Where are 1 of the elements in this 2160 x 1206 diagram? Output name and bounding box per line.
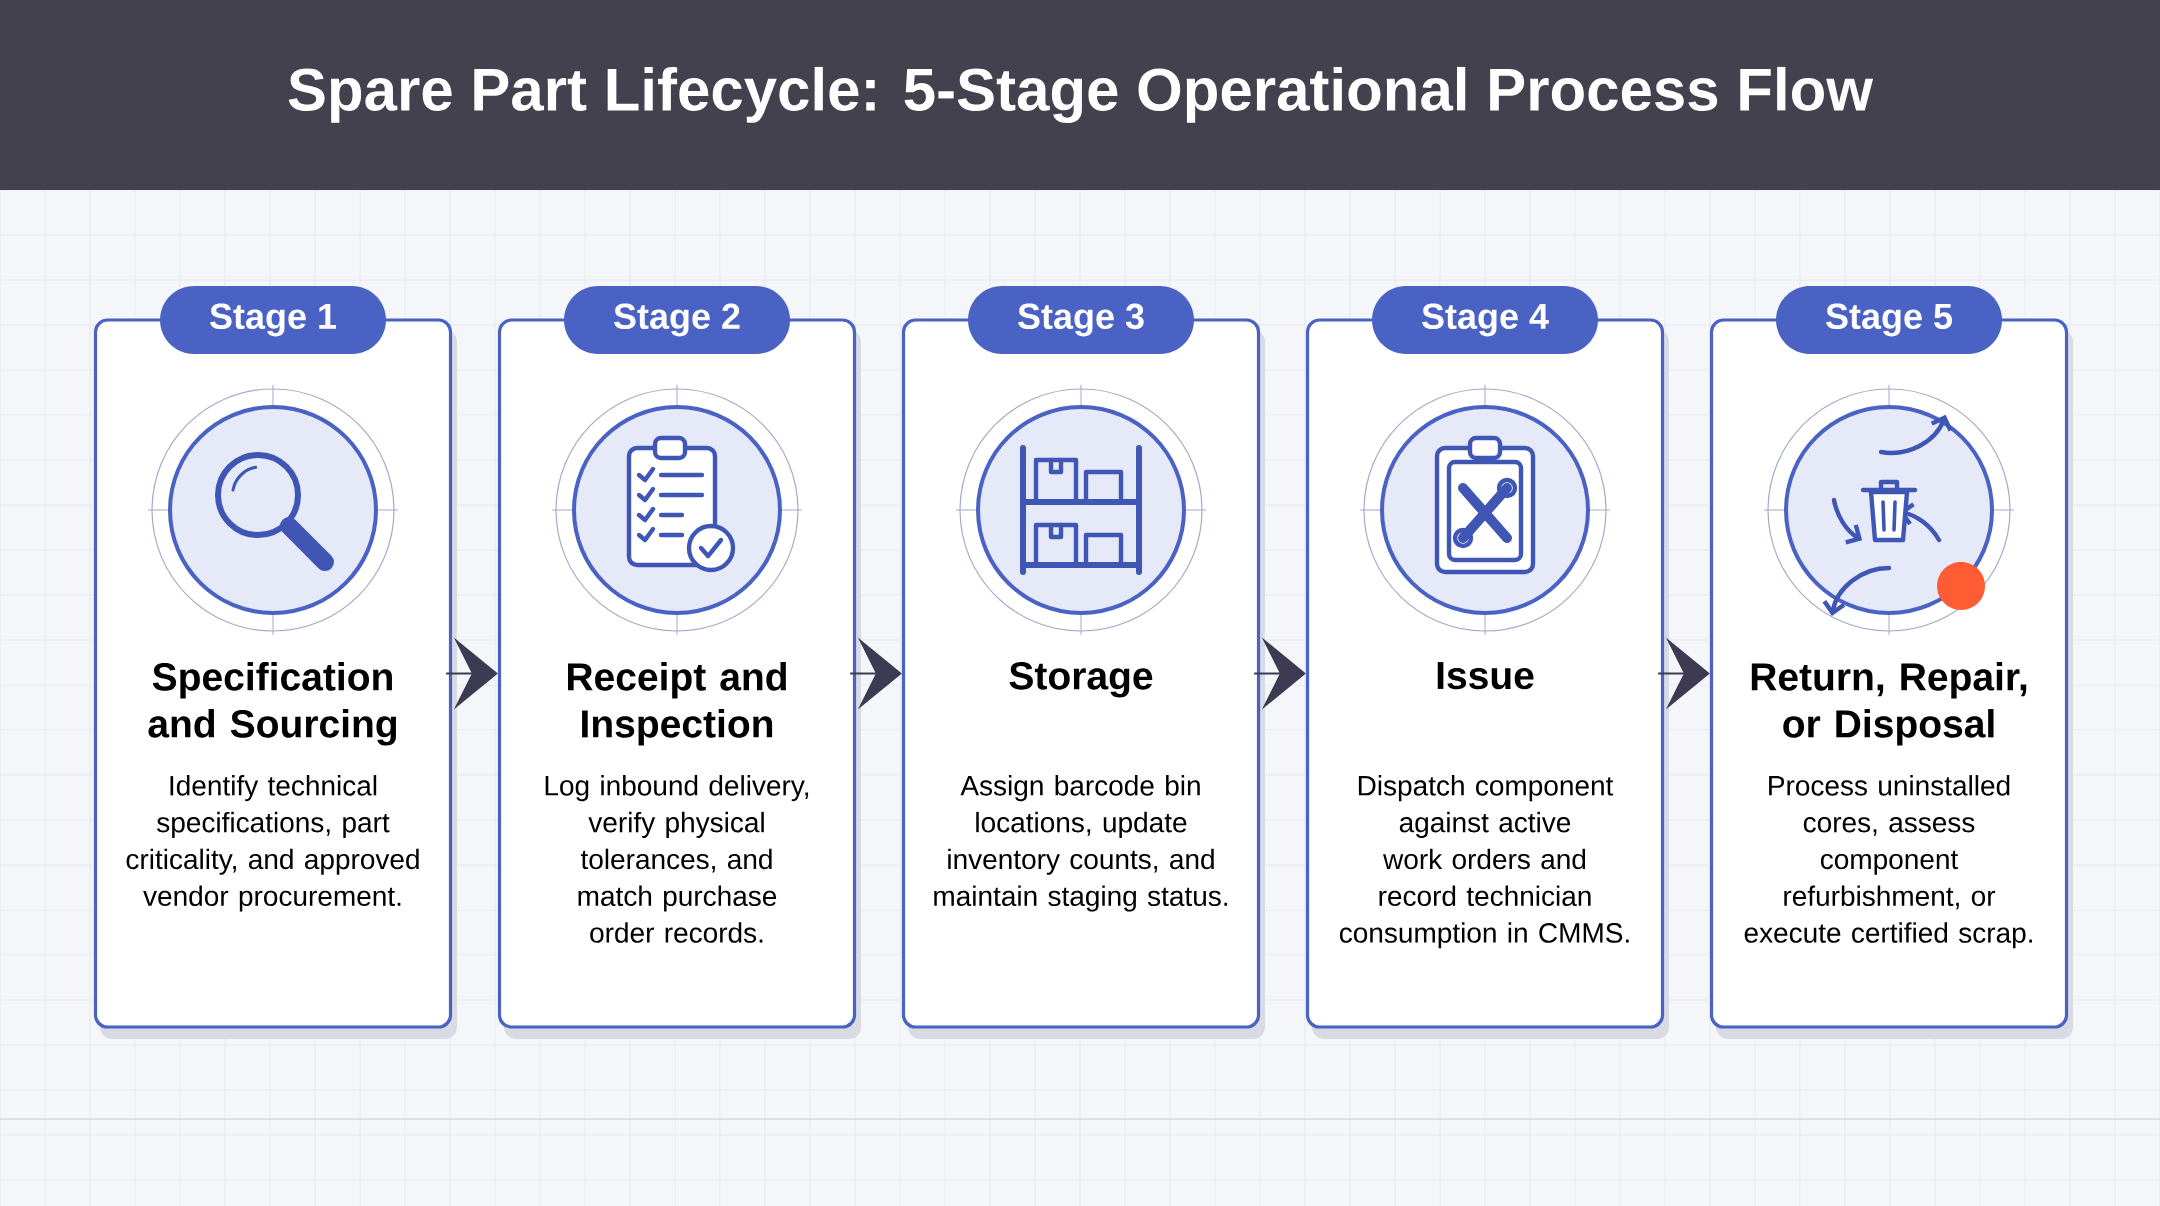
- title-banner: Spare Part Lifecycle: 5-Stage Operational Process Flow: [0, 0, 2160, 190]
